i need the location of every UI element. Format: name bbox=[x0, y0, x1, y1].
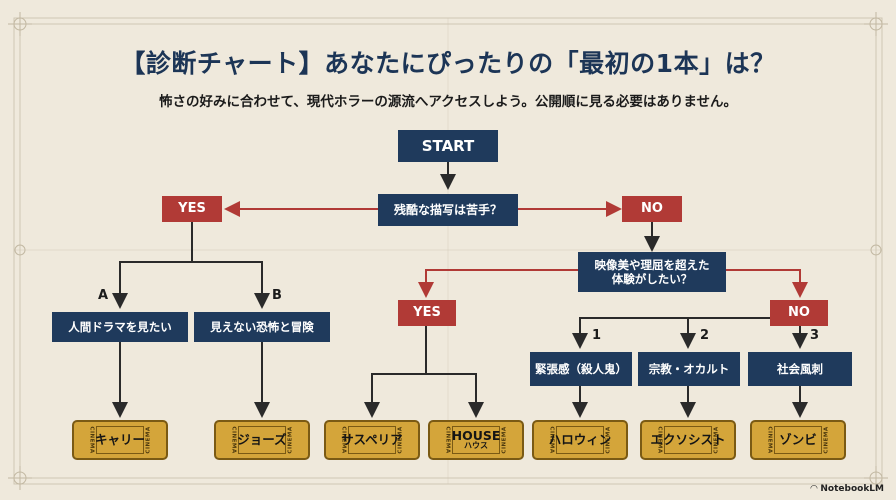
option-b-node: 見えない恐怖と冒険 bbox=[194, 312, 330, 342]
ticket-house: CINEMA CINEMA HOUSE ハウス bbox=[428, 420, 524, 460]
page-title: 【診断チャート】あなたにぴったりの「最初の1本」は？ bbox=[120, 49, 776, 78]
question-2-line-2: 体験がしたい？ bbox=[611, 272, 693, 286]
page-subtitle: 怖さの好みに合わせて、現代ホラーの源流へアクセスしよう。公開順に見る必要はありま… bbox=[159, 94, 737, 110]
ticket-side-text: CINEMA bbox=[287, 426, 294, 454]
ticket-title: エクソシスト bbox=[650, 432, 726, 448]
q1-no-label: NO bbox=[622, 196, 682, 222]
ticket-side-text: CINEMA bbox=[766, 426, 773, 454]
q2-yes-label: YES bbox=[398, 300, 456, 326]
ticket-title: ハロウィン bbox=[548, 432, 612, 448]
ticket-side-text: CINEMA bbox=[501, 426, 508, 454]
ticket-title: HOUSE ハウス bbox=[452, 429, 501, 451]
question-1-node: 残酷な描写は苦手？ bbox=[378, 194, 518, 226]
brand-watermark: ◠NotebookLM bbox=[810, 484, 884, 494]
ticket-title: ゾンビ bbox=[779, 432, 817, 448]
ticket-halloween: CINEMA CINEMA ハロウィン bbox=[532, 420, 628, 460]
registration-marks bbox=[8, 12, 888, 490]
ticket-side-text: CINEMA bbox=[88, 426, 95, 454]
ticket-title: サスペリア bbox=[341, 432, 403, 448]
ticket-jaws: CINEMA CINEMA ジョーズ bbox=[214, 420, 310, 460]
ticket-house-main: HOUSE bbox=[451, 428, 501, 444]
branch-label-b: B bbox=[272, 288, 282, 303]
ticket-suspiria: CINEMA CINEMA サスペリア bbox=[324, 420, 420, 460]
question-2-line-1: 映像美や理屈を超えた bbox=[594, 257, 710, 272]
ticket-side-text: CINEMA bbox=[823, 426, 830, 454]
ticket-zombie: CINEMA CINEMA ゾンビ bbox=[750, 420, 846, 460]
option-a-node: 人間ドラマを見たい bbox=[52, 312, 188, 342]
branch-label-3: 3 bbox=[810, 328, 820, 343]
ticket-side-text: CINEMA bbox=[444, 426, 451, 454]
q2-no-label: NO bbox=[770, 300, 828, 326]
notebooklm-logo-icon: ◠ bbox=[810, 484, 818, 494]
start-node: START bbox=[398, 130, 498, 162]
branch-label-2: 2 bbox=[700, 328, 710, 343]
branch-label-1: 1 bbox=[592, 328, 602, 343]
brand-name: NotebookLM bbox=[820, 484, 884, 494]
ticket-house-sub: ハウス bbox=[464, 441, 488, 451]
branch-label-a: A bbox=[98, 288, 109, 303]
q1-yes-label: YES bbox=[162, 196, 222, 222]
ticket-title: ジョーズ bbox=[237, 432, 287, 448]
ticket-exorcist: CINEMA CINEMA エクソシスト bbox=[640, 420, 736, 460]
ticket-side-text: CINEMA bbox=[230, 426, 237, 454]
question-2-node: 映像美や理屈を超えた 体験がしたい？ bbox=[578, 252, 726, 292]
ticket-title: キャリー bbox=[94, 432, 145, 448]
option-3-node: 社会風刺 bbox=[748, 352, 852, 386]
option-2-node: 宗教・オカルト bbox=[638, 352, 740, 386]
option-1-node: 緊張感（殺人鬼） bbox=[530, 352, 632, 386]
ticket-side-text: CINEMA bbox=[145, 426, 152, 454]
ticket-carrie: CINEMA CINEMA キャリー bbox=[72, 420, 168, 460]
